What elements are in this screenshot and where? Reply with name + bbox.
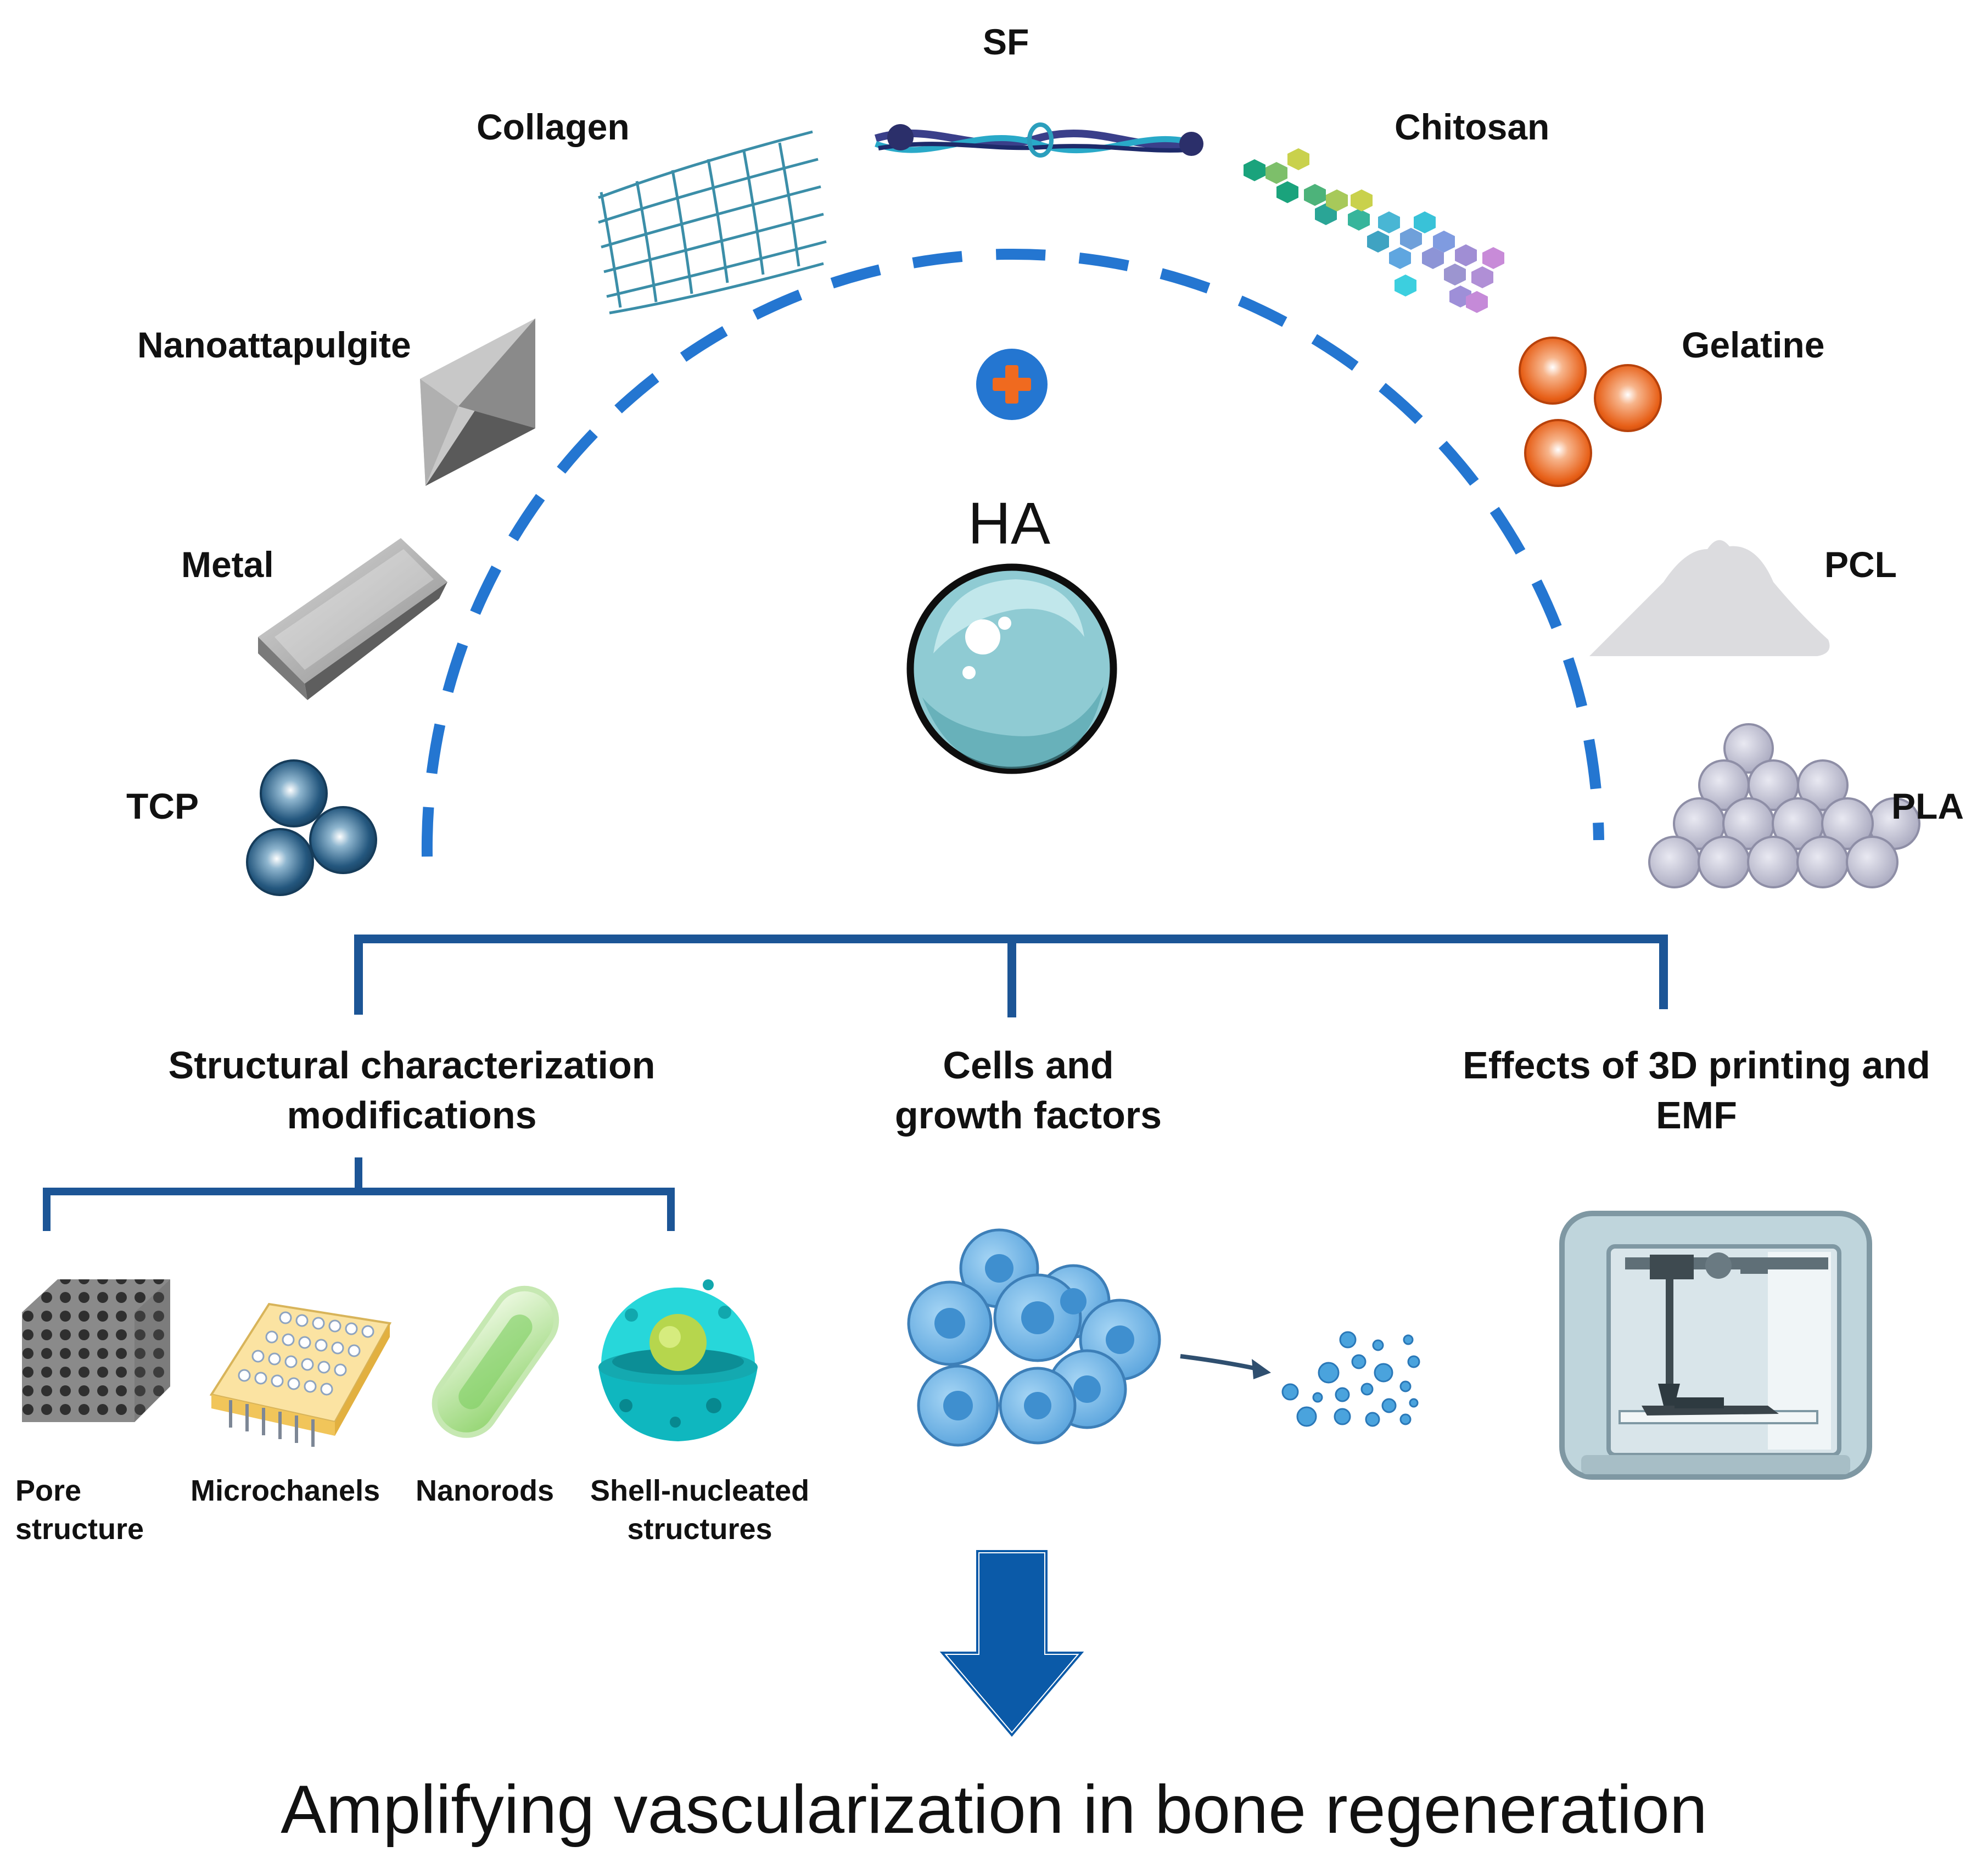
shell-nucleated-icon (598, 1279, 758, 1441)
category-printing-line1: Effects of 3D printing and (1463, 1044, 1930, 1087)
collagen-mesh-icon (598, 130, 827, 315)
chitosan-chain-icon (1244, 148, 1504, 313)
pcl-powder-icon (1589, 540, 1830, 656)
category-structural: Structural characterization modification… (132, 1040, 692, 1140)
outcome-arrow-outline (939, 1550, 1084, 1737)
main-bracket (354, 935, 1668, 1017)
plus-icon (976, 349, 1048, 420)
tcp-spheres-icon (246, 759, 377, 896)
label-pcl: PCL (1824, 544, 1897, 585)
ha-sphere-icon (906, 563, 1117, 774)
label-pore-line2: structure (15, 1513, 144, 1546)
label-microchannels: Microchanels (191, 1474, 380, 1507)
pla-pyramid-icon (1648, 723, 1920, 888)
label-shell-line1: Shell-nucleated (590, 1474, 810, 1507)
category-cells: Cells and growth factors (847, 1040, 1209, 1140)
composite-arc (421, 248, 1604, 857)
nanoattapulgite-crystal-icon (420, 318, 535, 486)
category-structural-line2: modifications (287, 1094, 537, 1137)
outcome-title: Amplifying vascularization in bone regen… (281, 1772, 1707, 1848)
label-nanorods: Nanorods (416, 1474, 555, 1507)
label-pore-structure: Pore structure (15, 1472, 144, 1548)
label-shell-nucleated: Shell-nucleated structures (590, 1472, 809, 1548)
label-collagen: Collagen (477, 107, 630, 147)
outcome-arrow-icon (937, 1549, 1087, 1739)
sf-fiber-icon (874, 122, 1203, 158)
pore-structure-icon (22, 1279, 170, 1422)
category-printing: Effects of 3D printing and EMF (1416, 1040, 1976, 1140)
gelatine-spheres-icon (1519, 337, 1662, 487)
growth-factors-icon (1281, 1331, 1420, 1427)
category-cells-line1: Cells and (943, 1044, 1114, 1087)
label-nanoattapulgite: Nanoattapulgite (137, 325, 411, 365)
nanorod-icon (432, 1285, 559, 1438)
label-chitosan: Chitosan (1395, 107, 1550, 147)
label-pla: PLA (1891, 786, 1964, 826)
secretion-arrow-icon (1180, 1354, 1271, 1379)
category-cells-line2: growth factors (894, 1094, 1162, 1137)
label-metal: Metal (181, 544, 274, 585)
label-tcp: TCP (126, 786, 199, 826)
label-shell-line2: structures (627, 1513, 772, 1546)
cells-cluster-icon (907, 1228, 1161, 1447)
label-sf: SF (983, 21, 1029, 62)
label-pore-line1: Pore (15, 1474, 82, 1507)
structural-bracket (43, 1157, 675, 1231)
label-ha: HA (968, 490, 1051, 556)
category-structural-line1: Structural characterization (168, 1044, 656, 1087)
microchannels-icon (209, 1302, 392, 1447)
3d-printer-icon (1559, 1211, 1872, 1480)
category-printing-line2: EMF (1656, 1094, 1737, 1137)
label-gelatine: Gelatine (1682, 325, 1825, 365)
metal-ingot-icon (258, 538, 447, 700)
